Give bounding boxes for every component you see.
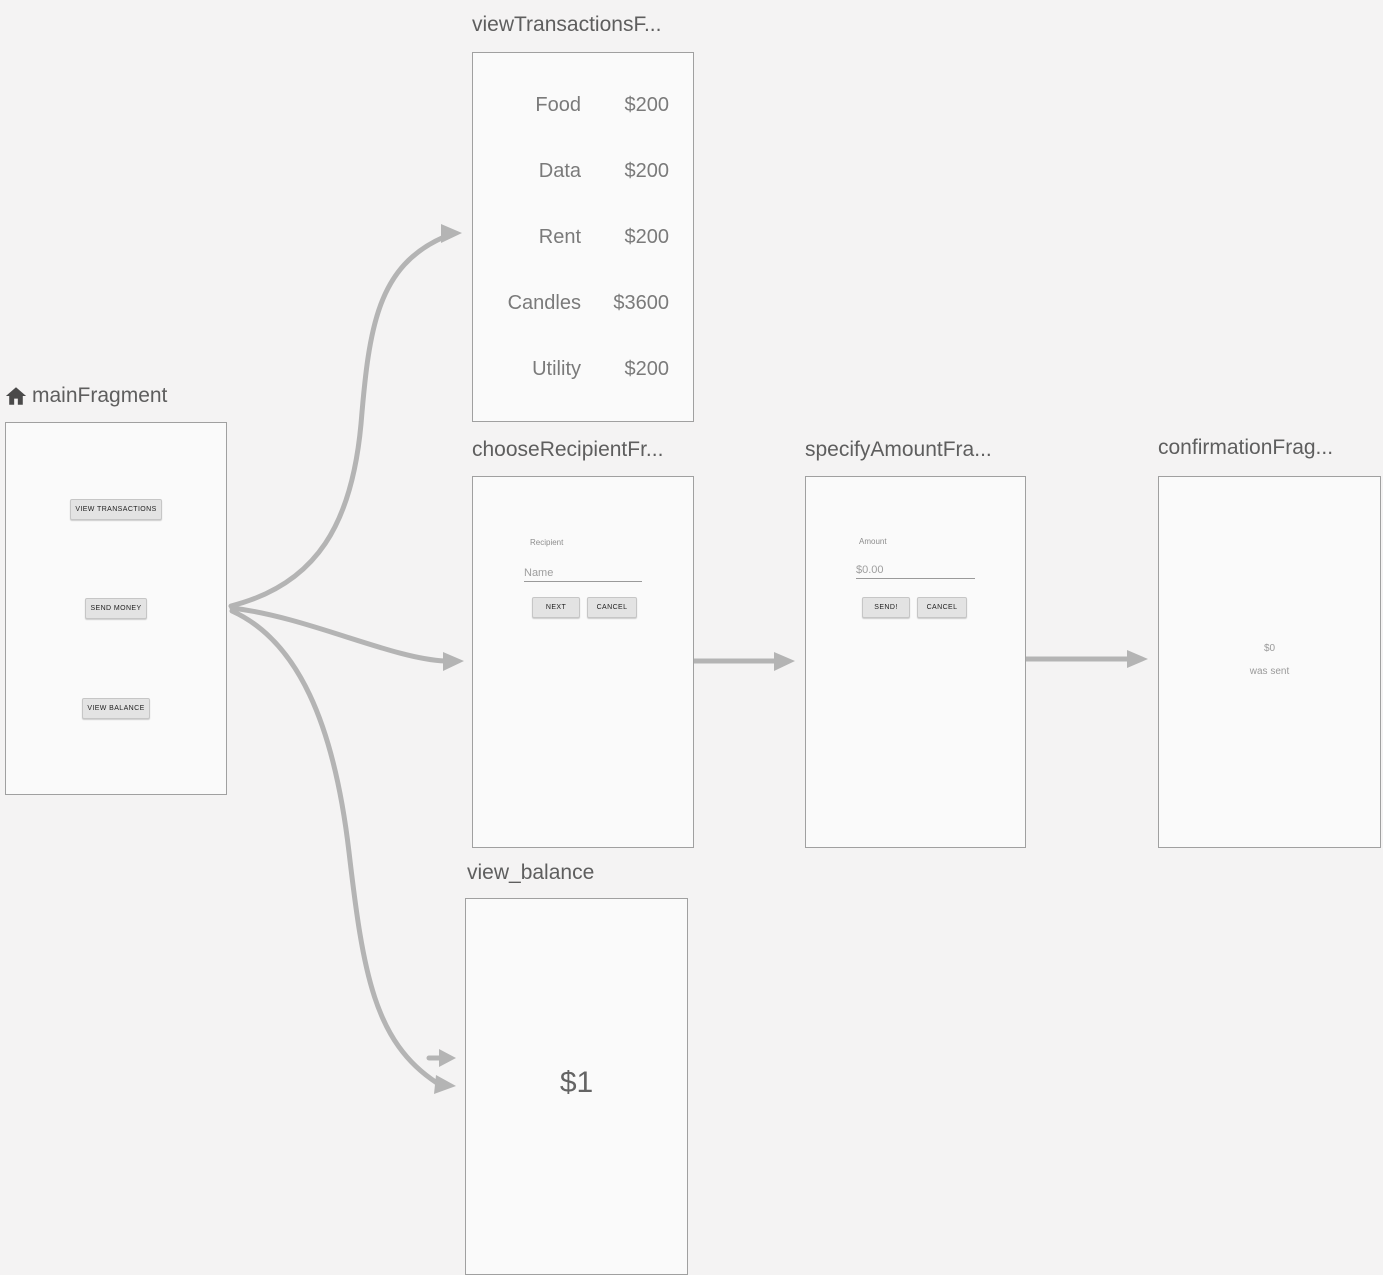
fragment-title-view-transactions[interactable]: viewTransactionsF... (472, 13, 661, 37)
fragment-title-label: mainFragment (32, 384, 168, 407)
fragment-title-main[interactable]: mainFragment (5, 384, 167, 408)
action-arrow-main-to-view-balance[interactable] (229, 608, 440, 1086)
arrowhead-icon (441, 224, 462, 243)
fragment-card-view-balance[interactable]: $1 (465, 898, 688, 1275)
arrowhead-icon (434, 1075, 456, 1094)
transaction-amount: $200 (624, 225, 670, 248)
home-icon (5, 385, 27, 407)
preview-cancel-button: CANCEL (917, 597, 967, 618)
fragment-card-specify-amount[interactable]: Amount SEND! CANCEL (805, 476, 1026, 848)
fragment-title-label: confirmationFrag... (1158, 436, 1334, 459)
transaction-amount: $200 (624, 93, 670, 116)
preview-next-button: NEXT (532, 597, 580, 618)
fragment-title-label: view_balance (467, 861, 595, 884)
transaction-label: Utility (532, 357, 581, 380)
arrowhead-icon (1127, 650, 1148, 668)
transaction-row: Data $200 (473, 138, 693, 204)
fragment-title-label: specifyAmountFra... (805, 438, 992, 461)
action-arrow-main-to-choose-recipient[interactable] (229, 605, 448, 664)
fragment-card-view-transactions[interactable]: Food $200 Data $200 Rent $200 Candles $3… (472, 52, 694, 422)
transaction-amount: $200 (624, 357, 670, 380)
arrowhead-icon (439, 1049, 456, 1067)
preview-cancel-button: CANCEL (587, 597, 637, 618)
fragment-title-label: chooseRecipientFr... (472, 438, 664, 461)
fragment-card-choose-recipient[interactable]: Recipient NEXT CANCEL (472, 476, 694, 848)
preview-view-balance-button: VIEW BALANCE (82, 698, 150, 719)
arrowhead-icon (774, 652, 795, 671)
arrowhead-icon (443, 652, 464, 671)
confirmation-message-text: was sent (1249, 666, 1290, 677)
amount-field-label: Amount (859, 537, 887, 546)
fragment-title-confirmation[interactable]: confirmationFrag... (1158, 436, 1333, 460)
amount-input (856, 562, 975, 579)
transaction-amount: $3600 (613, 291, 669, 314)
preview-send-money-button: SEND MONEY (85, 598, 147, 619)
fragment-card-confirmation[interactable]: $0 was sent (1158, 476, 1381, 848)
preview-send-button: SEND! (862, 597, 910, 618)
preview-view-transactions-button: VIEW TRANSACTIONS (70, 499, 162, 520)
transaction-label: Food (535, 93, 581, 116)
fragment-title-view-balance[interactable]: view_balance (467, 861, 594, 885)
transactions-list: Food $200 Data $200 Rent $200 Candles $3… (473, 72, 693, 402)
transaction-label: Candles (507, 291, 581, 314)
balance-text: $1 (559, 1066, 594, 1099)
transaction-amount: $200 (624, 159, 670, 182)
transaction-label: Data (538, 159, 581, 182)
fragment-title-specify-amount[interactable]: specifyAmountFra... (805, 438, 992, 462)
confirmation-amount-text: $0 (1263, 643, 1276, 654)
recipient-field-label: Recipient (530, 538, 564, 547)
recipient-name-input (524, 565, 642, 582)
action-arrow-main-to-view-transactions[interactable] (228, 234, 447, 609)
fragment-card-main[interactable]: VIEW TRANSACTIONS SEND MONEY VIEW BALANC… (5, 422, 227, 795)
transaction-row: Utility $200 (473, 336, 693, 402)
fragment-title-choose-recipient[interactable]: chooseRecipientFr... (472, 438, 663, 462)
transaction-row: Rent $200 (473, 204, 693, 270)
transaction-row: Candles $3600 (473, 270, 693, 336)
transaction-label: Rent (538, 225, 581, 248)
transaction-row: Food $200 (473, 72, 693, 138)
fragment-title-label: viewTransactionsF... (472, 13, 662, 36)
